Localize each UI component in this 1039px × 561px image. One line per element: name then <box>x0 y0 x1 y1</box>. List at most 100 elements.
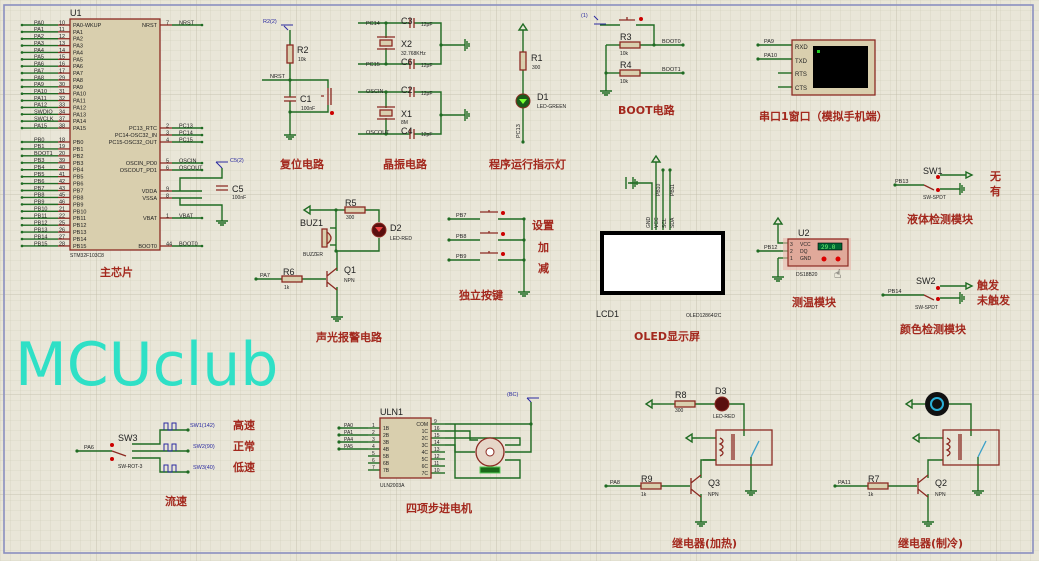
mcu-pin-number: 1 <box>166 213 169 219</box>
mcu-pin-name: PA3 <box>73 44 83 50</box>
junction <box>447 217 451 221</box>
terminal-screen[interactable] <box>813 46 868 88</box>
uln-output-pin: 3C <box>422 443 429 449</box>
mcu-pin-number: 41 <box>59 172 65 178</box>
mcu-pin-name: PA13 <box>73 112 86 118</box>
mcu-pin-end <box>20 92 24 95</box>
mcu-part: STM32F103C8 <box>70 253 104 259</box>
mcu-pin-name: PA7 <box>73 71 83 77</box>
fan-blade <box>930 397 944 411</box>
mcu-pin-net: PB14 <box>34 234 47 240</box>
rotary-switch <box>111 450 127 457</box>
d1-value: LED-GREEN <box>537 104 567 110</box>
mcu-pin-name: PB7 <box>73 189 83 195</box>
mcu-pin-end <box>200 126 204 130</box>
temp-pin-num-2: 2 <box>790 249 793 255</box>
mcu-pin-name: PA8 <box>73 78 83 84</box>
wire <box>132 457 188 473</box>
nrst-net: NRST <box>270 74 286 80</box>
r6-ref: R6 <box>283 267 295 277</box>
temp-display <box>817 242 843 251</box>
mcu-pin-number: 2 <box>166 123 169 129</box>
power-arrow-icon <box>302 204 318 216</box>
mcu-body[interactable] <box>69 18 161 251</box>
npn-transistor <box>326 267 338 291</box>
c2-value: 12pF <box>421 91 432 97</box>
mcu-pin-number: 3 <box>166 130 169 136</box>
mcu-pin-net: BOOT0 <box>179 241 198 247</box>
mcu-pin-end <box>20 51 24 54</box>
sw2-net: PB14 <box>888 289 901 295</box>
d3-value: LED-RED <box>713 414 735 420</box>
pc13-net: PC13 <box>516 124 522 138</box>
mcu-pin-name: PB5 <box>73 175 83 181</box>
q2-value: NPN <box>935 492 946 498</box>
temp-decrease-button[interactable] <box>821 256 827 262</box>
mcu-pin-net: PA5 <box>34 55 44 61</box>
color-opt-trigger: 触发 <box>976 278 1000 292</box>
mcu-pin-end <box>20 147 24 151</box>
spdt-switch <box>923 184 935 191</box>
switch-contact <box>936 286 940 290</box>
mcu-pin-number: 20 <box>59 151 65 157</box>
junction <box>756 43 760 47</box>
temp-increase-button[interactable] <box>835 256 841 262</box>
button-indicator <box>639 17 643 21</box>
mcu-pin-end <box>200 168 204 172</box>
temp-ref: U2 <box>798 228 810 238</box>
mcu-pin-name: PB15 <box>73 244 86 250</box>
pa7-net: PA7 <box>260 273 270 279</box>
temp-pin-num-3: 3 <box>790 242 793 248</box>
mcu-pin-end <box>20 230 24 234</box>
mcu-pin-end <box>20 140 24 144</box>
mcu-pin-name: PA11 <box>73 99 86 105</box>
ground-icon <box>959 292 965 304</box>
ground-icon <box>216 216 228 226</box>
mcu-pin-net: PC15 <box>179 137 193 143</box>
relay-contact <box>977 440 987 458</box>
mcu-pin-end <box>20 154 24 158</box>
temp-part: DS18B20 <box>796 272 818 278</box>
mcu-pin-name: PC15-OSC32_OUT <box>109 140 158 146</box>
mcu-pin-number: 4 <box>166 137 169 143</box>
switch-contact <box>936 175 940 179</box>
mcu-pin-end <box>20 244 24 248</box>
junction <box>604 71 608 75</box>
terminal-cursor <box>817 50 820 53</box>
oled-pin-gnd: GND <box>646 217 652 229</box>
oled-pin-sda: SDA <box>670 217 676 228</box>
wire <box>445 437 521 446</box>
wire <box>336 238 380 252</box>
motor-shaft <box>485 447 495 457</box>
ground-icon <box>959 183 965 195</box>
oled-screen[interactable] <box>600 231 725 295</box>
d3-ref: D3 <box>715 386 727 396</box>
mcu-pin-net: PB1 <box>34 144 44 150</box>
key-label-sub: 减 <box>538 261 549 275</box>
wire <box>445 430 478 441</box>
mcu-pin-number: 18 <box>59 137 65 143</box>
mcu-pin-net: PB5 <box>34 172 44 178</box>
uln-output-num: 12 <box>434 454 440 460</box>
c1-value: 100nF <box>301 106 315 112</box>
txd-pin: TXD <box>795 59 808 65</box>
ground-icon <box>460 39 470 51</box>
uln-input-num: 2 <box>372 430 375 436</box>
ground-icon <box>772 272 784 282</box>
led-red-icon <box>714 396 730 412</box>
sw2-ref: SW2 <box>916 276 936 286</box>
power-arrow-icon <box>911 432 927 444</box>
npn-transistor <box>690 474 702 498</box>
relay <box>715 429 773 466</box>
mcu-pin-net: VBAT <box>179 213 194 219</box>
mcu-pin-net: PA0 <box>34 20 44 26</box>
r3-ref: R3 <box>620 32 632 42</box>
ground-icon <box>518 287 530 297</box>
mcu-pin-end <box>20 196 24 199</box>
mcu-pin-name: PA12 <box>73 105 86 111</box>
relay <box>942 429 1000 466</box>
mcu-pin-number: 15 <box>59 55 65 61</box>
uln2003-body[interactable] <box>379 417 432 479</box>
